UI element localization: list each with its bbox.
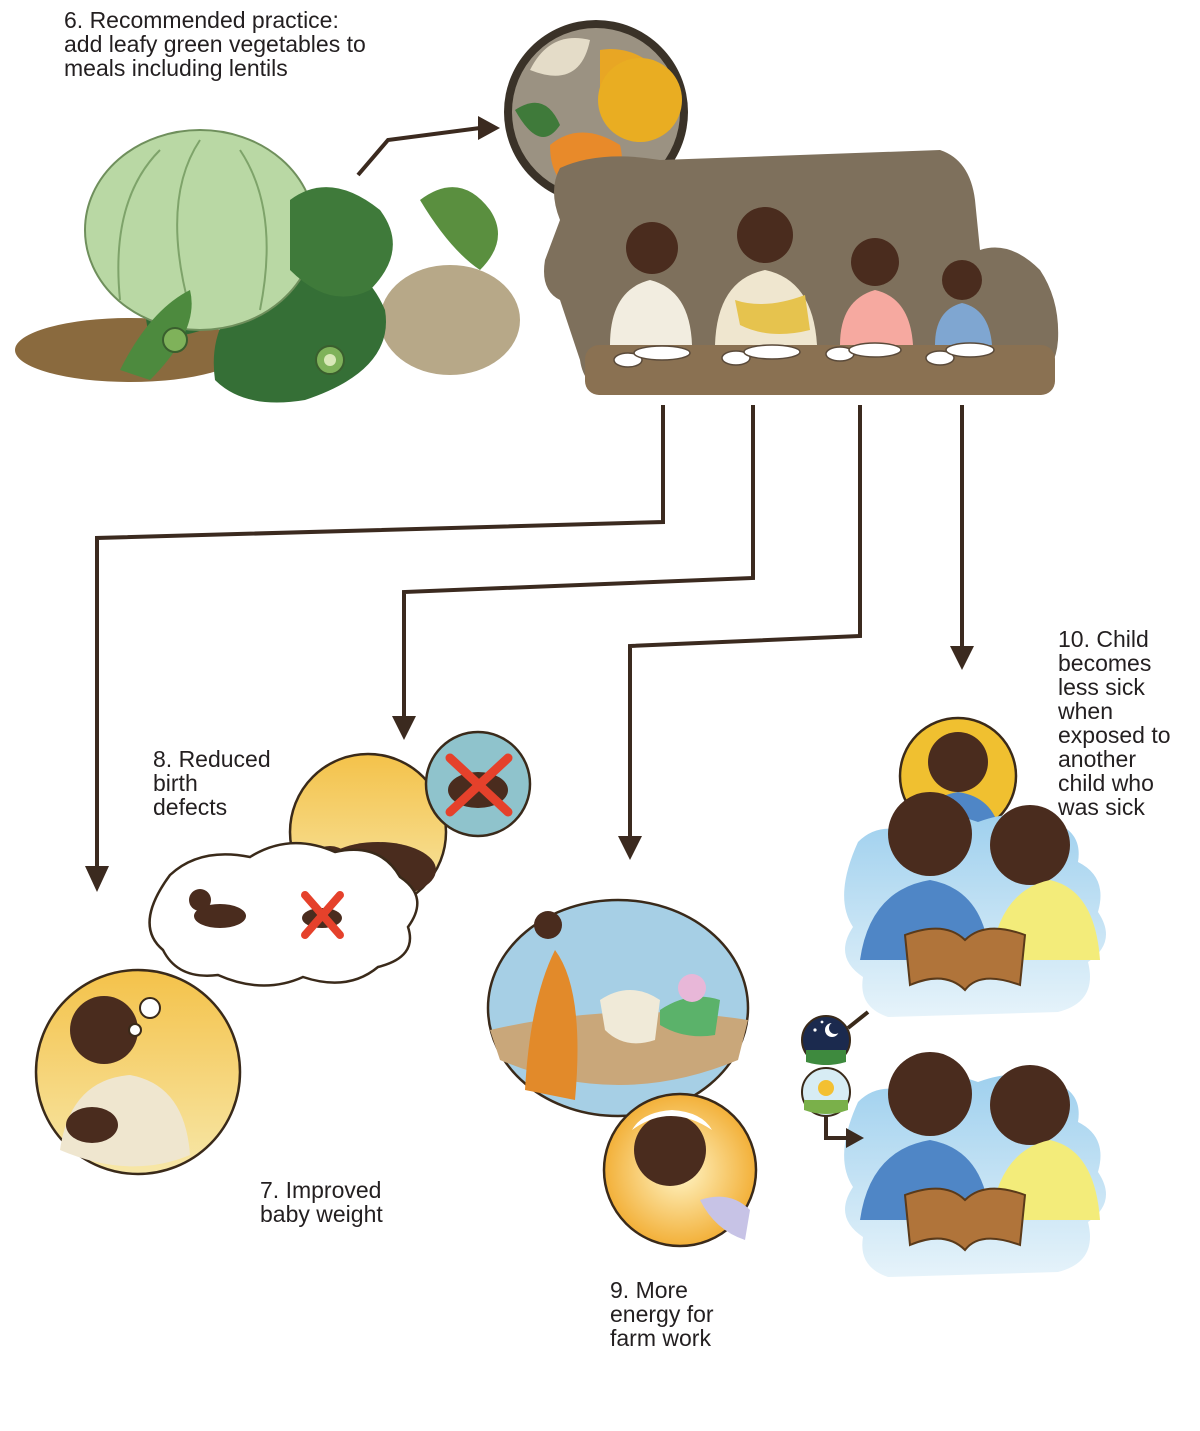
step-8-birth-defects-label: 8. Reduced birth defects <box>153 747 271 819</box>
step-6-practice-label: 6. Recommended practice: add leafy green… <box>64 8 366 80</box>
step-10-less-sick-label: 10. Child becomes less sick when exposed… <box>1058 627 1171 819</box>
arrow-to-birth-defects <box>404 405 753 720</box>
step-9-farm-energy-label: 9. More energy for farm work <box>610 1278 714 1350</box>
vegetables-illustration <box>15 130 520 403</box>
arrow-practice-to-meal <box>358 116 500 175</box>
day-icon <box>802 1068 850 1116</box>
night-icon <box>802 1016 850 1065</box>
farm-work-illustration <box>488 900 756 1246</box>
step-7-baby-weight-label: 7. Improved baby weight <box>260 1178 383 1226</box>
mother-baby-illustration <box>36 843 417 1174</box>
family-meal-illustration <box>544 150 1058 395</box>
